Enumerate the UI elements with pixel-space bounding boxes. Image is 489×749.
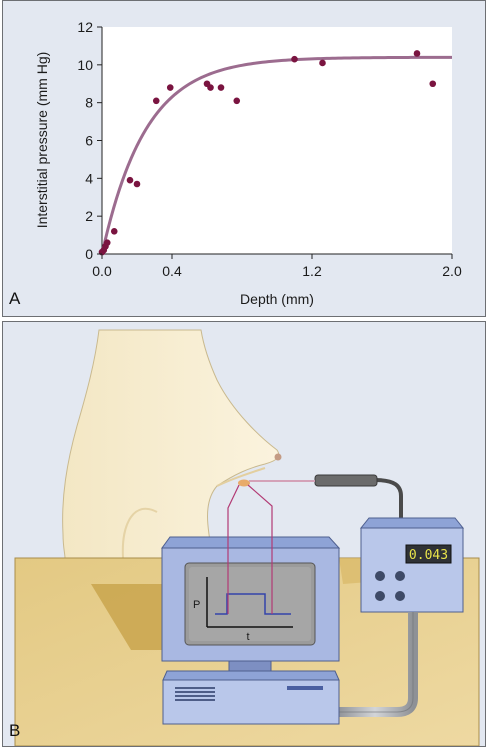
monitor-knob-2: [395, 571, 405, 581]
display-reading: 0.043: [409, 548, 448, 563]
x-axis-label: Depth (mm): [240, 291, 314, 307]
y-tick-label: 6: [85, 133, 93, 149]
panel-letter-b: B: [9, 721, 21, 740]
data-point: [133, 180, 141, 188]
probe-insertion-site: [238, 479, 250, 487]
monitor-knob-3: [375, 591, 385, 601]
x-tick-label: 0.0: [92, 263, 112, 279]
pressure-depth-chart: 0 2 4 6 8 10 12 0.0 0.4 1.2 2.0 Depth (mm) Interst…: [34, 19, 462, 307]
nipple: [274, 453, 282, 461]
monitor-stand: [228, 660, 272, 672]
y-tick-label: 4: [85, 170, 93, 186]
computer-base-top: [162, 670, 340, 681]
data-point: [103, 239, 111, 246]
screen-axis-t-label: t: [246, 631, 249, 643]
y-tick-label: 8: [85, 95, 93, 111]
y-axis-label: Interstitial pressure (mm Hg): [34, 52, 50, 229]
y-tick-label: 12: [77, 19, 93, 35]
drive-slot: [287, 686, 323, 690]
data-point: [413, 50, 421, 57]
panel-a: 0 2 4 6 8 10 12 0.0 0.4 1.2 2.0 Depth (mm) Interst…: [2, 0, 486, 317]
data-points: [98, 50, 437, 256]
pressure-transducer: [314, 474, 378, 487]
pressure-monitor: [360, 527, 464, 613]
data-point: [429, 80, 437, 88]
data-point: [233, 97, 241, 105]
pressure-trace: [215, 593, 291, 615]
signal-wire-left: [227, 484, 240, 614]
plot-area: [102, 27, 452, 254]
fit-curve: [100, 55, 453, 255]
x-tick-label: 0.4: [162, 263, 182, 279]
panel-b: 0.043 P t B: [2, 321, 486, 747]
y-tick-label: 10: [77, 57, 93, 73]
data-point: [319, 59, 326, 67]
measurement-illustration: 0.043 P t: [14, 329, 480, 746]
monitor-box-top: [359, 517, 465, 529]
screen-axis-p-label: P: [193, 599, 200, 611]
signal-wire-right: [247, 484, 273, 614]
table-shadow: [91, 584, 163, 650]
data-point: [166, 84, 174, 91]
breast-shadow: [216, 467, 266, 487]
data-point: [152, 97, 160, 105]
arm-crease: [121, 507, 158, 559]
monitor-knob-1: [375, 571, 385, 581]
monitor-knob-4: [395, 591, 405, 601]
data-point: [110, 228, 118, 235]
data-point: [217, 84, 225, 91]
x-tick-label: 2.0: [442, 263, 462, 279]
screen-glare: [189, 567, 311, 641]
data-point: [126, 176, 134, 184]
connecting-pipe-outline: [337, 612, 414, 713]
digital-display: [405, 544, 452, 564]
data-point: [207, 84, 214, 91]
tick-labels: 0 2 4 6 8 10 12 0.0 0.4 1.2 2.0: [77, 19, 462, 279]
monitor-top: [161, 536, 341, 549]
x-tick-label: 1.2: [302, 263, 322, 279]
torso: [62, 329, 280, 559]
panel-letter-a: A: [9, 289, 21, 308]
transducer-cable: [374, 478, 403, 518]
data-point: [291, 55, 298, 63]
y-tick-label: 2: [85, 208, 93, 224]
y-tick-label: 0: [85, 246, 93, 262]
